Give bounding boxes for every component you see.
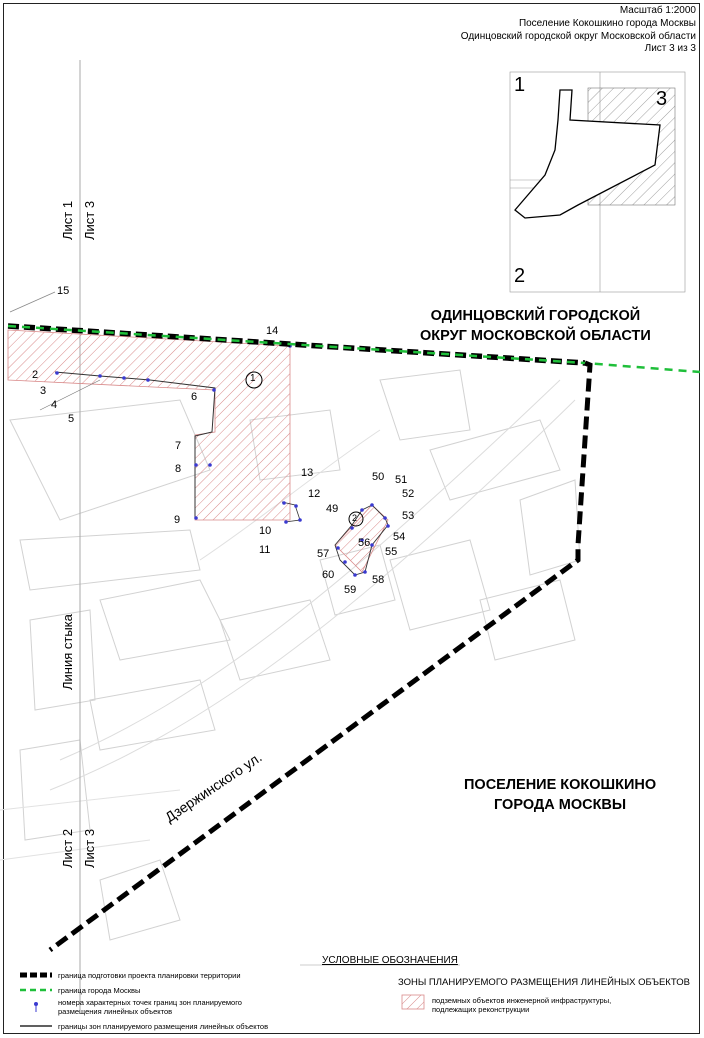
- legend-zone-item-line1: подземных объектов инженерной инфраструк…: [432, 996, 612, 1005]
- legend-title: УСЛОВНЫЕ ОБОЗНАЧЕНИЯ: [322, 955, 458, 966]
- sheet-label-top-b: Лист 3: [82, 200, 97, 240]
- point-label-3: 3: [40, 385, 47, 397]
- zone-2-marker: [348, 511, 364, 527]
- legend-zone-item-line2: подлежащих реконструкции: [432, 1005, 530, 1014]
- region-kokoshkino-line1: ПОСЕЛЕНИЕ КОКОШКИНО: [464, 777, 657, 793]
- point-label-60: 60: [322, 569, 335, 581]
- zone-1-boundary: [54, 371, 216, 518]
- point-label-50: 50: [372, 471, 385, 483]
- inset-label-3: 3: [656, 88, 668, 110]
- point-label-58: 58: [372, 574, 385, 586]
- point-label-12: 12: [308, 488, 321, 500]
- zone-2-number: 2: [352, 513, 358, 523]
- zone-1-marker: [245, 371, 263, 389]
- point-label-54: 54: [393, 531, 406, 543]
- sheet-number: Лист 3 из 3: [644, 43, 696, 54]
- point-label-53: 53: [402, 510, 415, 522]
- point-label-10: 10: [259, 525, 272, 537]
- inset-label-2: 2: [514, 265, 526, 287]
- zone-1-number: 1: [250, 373, 256, 384]
- legend-item-points-line1: номера характерных точек границ зон план…: [58, 998, 242, 1007]
- point-label-2: 2: [32, 369, 39, 381]
- legend-item-points-line2: размещения линейных объектов: [58, 1007, 173, 1016]
- point-label-49: 49: [326, 503, 339, 515]
- legend-item-project-boundary: граница подготовки проекта планировки те…: [58, 971, 241, 980]
- legend-item-zone-boundaries: границы зон планируемого размещения лине…: [58, 1022, 269, 1031]
- point-label-5: 5: [68, 413, 75, 425]
- region-kokoshkino-line2: ГОРОДА МОСКВЫ: [494, 797, 627, 813]
- header-line-settlement: Поселение Кокошкино города Москвы: [518, 18, 696, 29]
- zone-1-area: [7, 329, 291, 521]
- point-label-9: 9: [174, 514, 181, 526]
- inset-label-1: 1: [514, 74, 526, 96]
- point-label-14: 14: [266, 325, 279, 337]
- point-label-51: 51: [395, 474, 408, 486]
- region-odintsovo-line1: ОДИНЦОВСКИЙ ГОРОДСКОЙ: [430, 308, 641, 324]
- point-label-15: 15: [57, 285, 70, 297]
- scale-text: Масштаб 1:2000: [619, 5, 696, 16]
- leader-15: [9, 291, 56, 313]
- base-map: [0, 369, 581, 941]
- point-label-4: 4: [51, 399, 58, 411]
- header-line-district: Одинцовский городской округ Московской о…: [460, 31, 696, 42]
- point-label-11: 11: [259, 544, 271, 556]
- sheet-frame: [3, 3, 700, 1034]
- point-label-7: 7: [175, 440, 182, 452]
- project-boundary: [48, 360, 593, 953]
- point-label-55: 55: [385, 546, 398, 558]
- junction-line-label: Линия стыка: [60, 614, 75, 690]
- point-label-56: 56: [358, 537, 371, 549]
- sheet-label-top-a: Лист 1: [60, 200, 75, 240]
- sheet-label-bottom-b: Лист 3: [82, 828, 97, 868]
- inset-scheme: [509, 71, 686, 293]
- point-label-8: 8: [175, 463, 182, 475]
- sheet-label-bottom-a: Лист 2: [60, 828, 75, 868]
- region-odintsovo-line2: ОКРУГ МОСКОВСКОЙ ОБЛАСТИ: [420, 328, 651, 344]
- legend-item-moscow-border: граница города Москвы: [58, 986, 141, 995]
- point-label-6: 6: [191, 391, 198, 403]
- point-label-57: 57: [317, 548, 330, 560]
- legend-symbols: [20, 964, 460, 1027]
- point-label-52: 52: [402, 488, 415, 500]
- region-odintsovo: ОДИНЦОВСКИЙ ГОРОДСКОЙ ОКРУГ МОСКОВСКОЙ О…: [420, 306, 651, 346]
- point-label-59: 59: [344, 584, 357, 596]
- legend-zones-title: ЗОНЫ ПЛАНИРУЕМОГО РАЗМЕЩЕНИЯ ЛИНЕЙНЫХ ОБ…: [398, 977, 690, 988]
- region-kokoshkino: ПОСЕЛЕНИЕ КОКОШКИНО ГОРОДА МОСКВЫ: [464, 775, 656, 815]
- point-markers: [55, 344, 390, 577]
- point-label-13: 13: [301, 467, 314, 479]
